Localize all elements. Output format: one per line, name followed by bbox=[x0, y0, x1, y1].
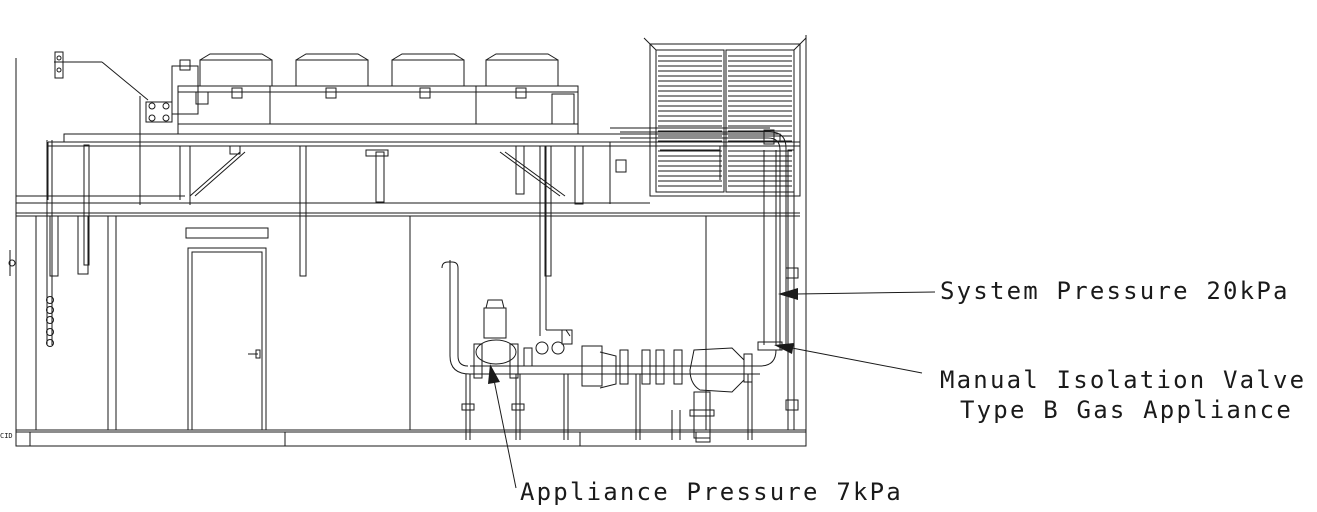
isolation-valve-label-line2: Type B Gas Appliance bbox=[960, 396, 1293, 424]
isolation-valve-label-line1: Manual Isolation Valve bbox=[940, 366, 1307, 394]
system-pressure-label: System Pressure 20kPa bbox=[940, 277, 1290, 305]
gas-train-supports bbox=[462, 374, 752, 440]
leader-lines bbox=[494, 292, 935, 488]
louvre-slats bbox=[658, 56, 792, 186]
left-upper-frame bbox=[54, 52, 172, 205]
access-door bbox=[186, 228, 268, 430]
corner-tag: CID bbox=[0, 432, 13, 440]
louvre-vent-panel bbox=[644, 38, 806, 196]
roof-platform bbox=[48, 134, 800, 276]
gas-train bbox=[442, 146, 782, 442]
left-instrument-column bbox=[47, 140, 90, 347]
enclosure bbox=[9, 35, 806, 446]
leader-arrowheads bbox=[488, 288, 798, 384]
radiator-fan-unit bbox=[172, 54, 578, 134]
appliance-pressure-label: Appliance Pressure 7kPa bbox=[520, 478, 903, 506]
system-pressure-riser bbox=[610, 128, 798, 430]
